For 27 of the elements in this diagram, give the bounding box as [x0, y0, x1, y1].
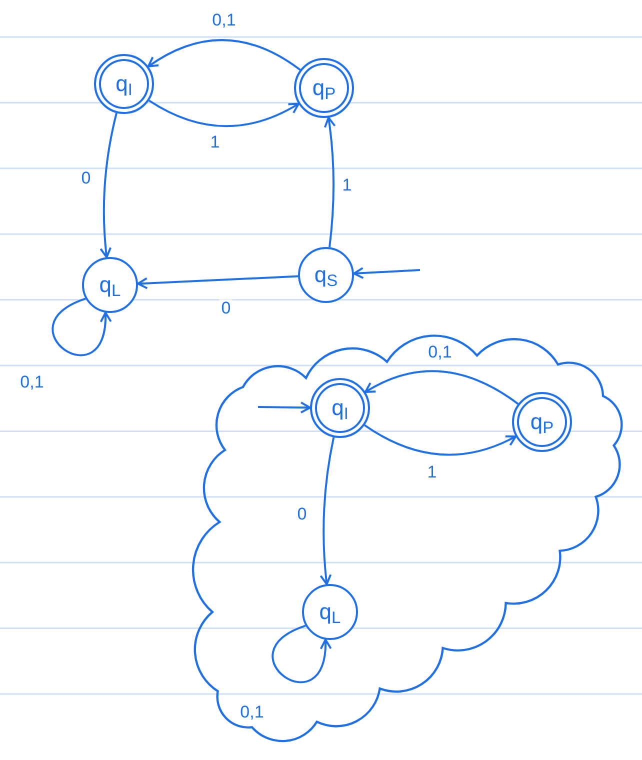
transition-arrow: [136, 275, 298, 290]
edge-label: 0,1: [238, 704, 266, 720]
transition-arrow: [320, 437, 335, 586]
edge-label: 0,1: [18, 374, 46, 390]
transition-arrow: [272, 624, 331, 684]
transition-arrow: [52, 298, 111, 356]
state-label: q$_{P}$: [312, 77, 336, 99]
state-label: q$_{S}$: [314, 264, 338, 286]
state-label: q$_{L}$: [319, 601, 341, 623]
edge-label: 0: [79, 170, 93, 186]
edge-label: 0: [295, 506, 309, 522]
state-label: q$_{I}$: [116, 73, 132, 95]
transition-arrow: [324, 116, 336, 248]
transition-arrow: [352, 267, 420, 280]
cloud-shape: [192, 334, 623, 742]
transition-arrow: [148, 100, 300, 128]
state-label: q$_{P}$: [530, 411, 554, 433]
edge-label: 0: [219, 300, 233, 316]
transition-arrow: [364, 424, 517, 456]
transition-arrow: [258, 402, 311, 414]
state-label: q$_{I}$: [332, 397, 348, 419]
edge-label: 0,1: [210, 12, 238, 28]
state-label: q$_{L}$: [99, 274, 121, 296]
transition-arrow: [364, 370, 519, 405]
edge-label: 0,1: [426, 344, 454, 360]
transition-arrow: [147, 39, 301, 71]
transition-arrow: [100, 112, 118, 258]
